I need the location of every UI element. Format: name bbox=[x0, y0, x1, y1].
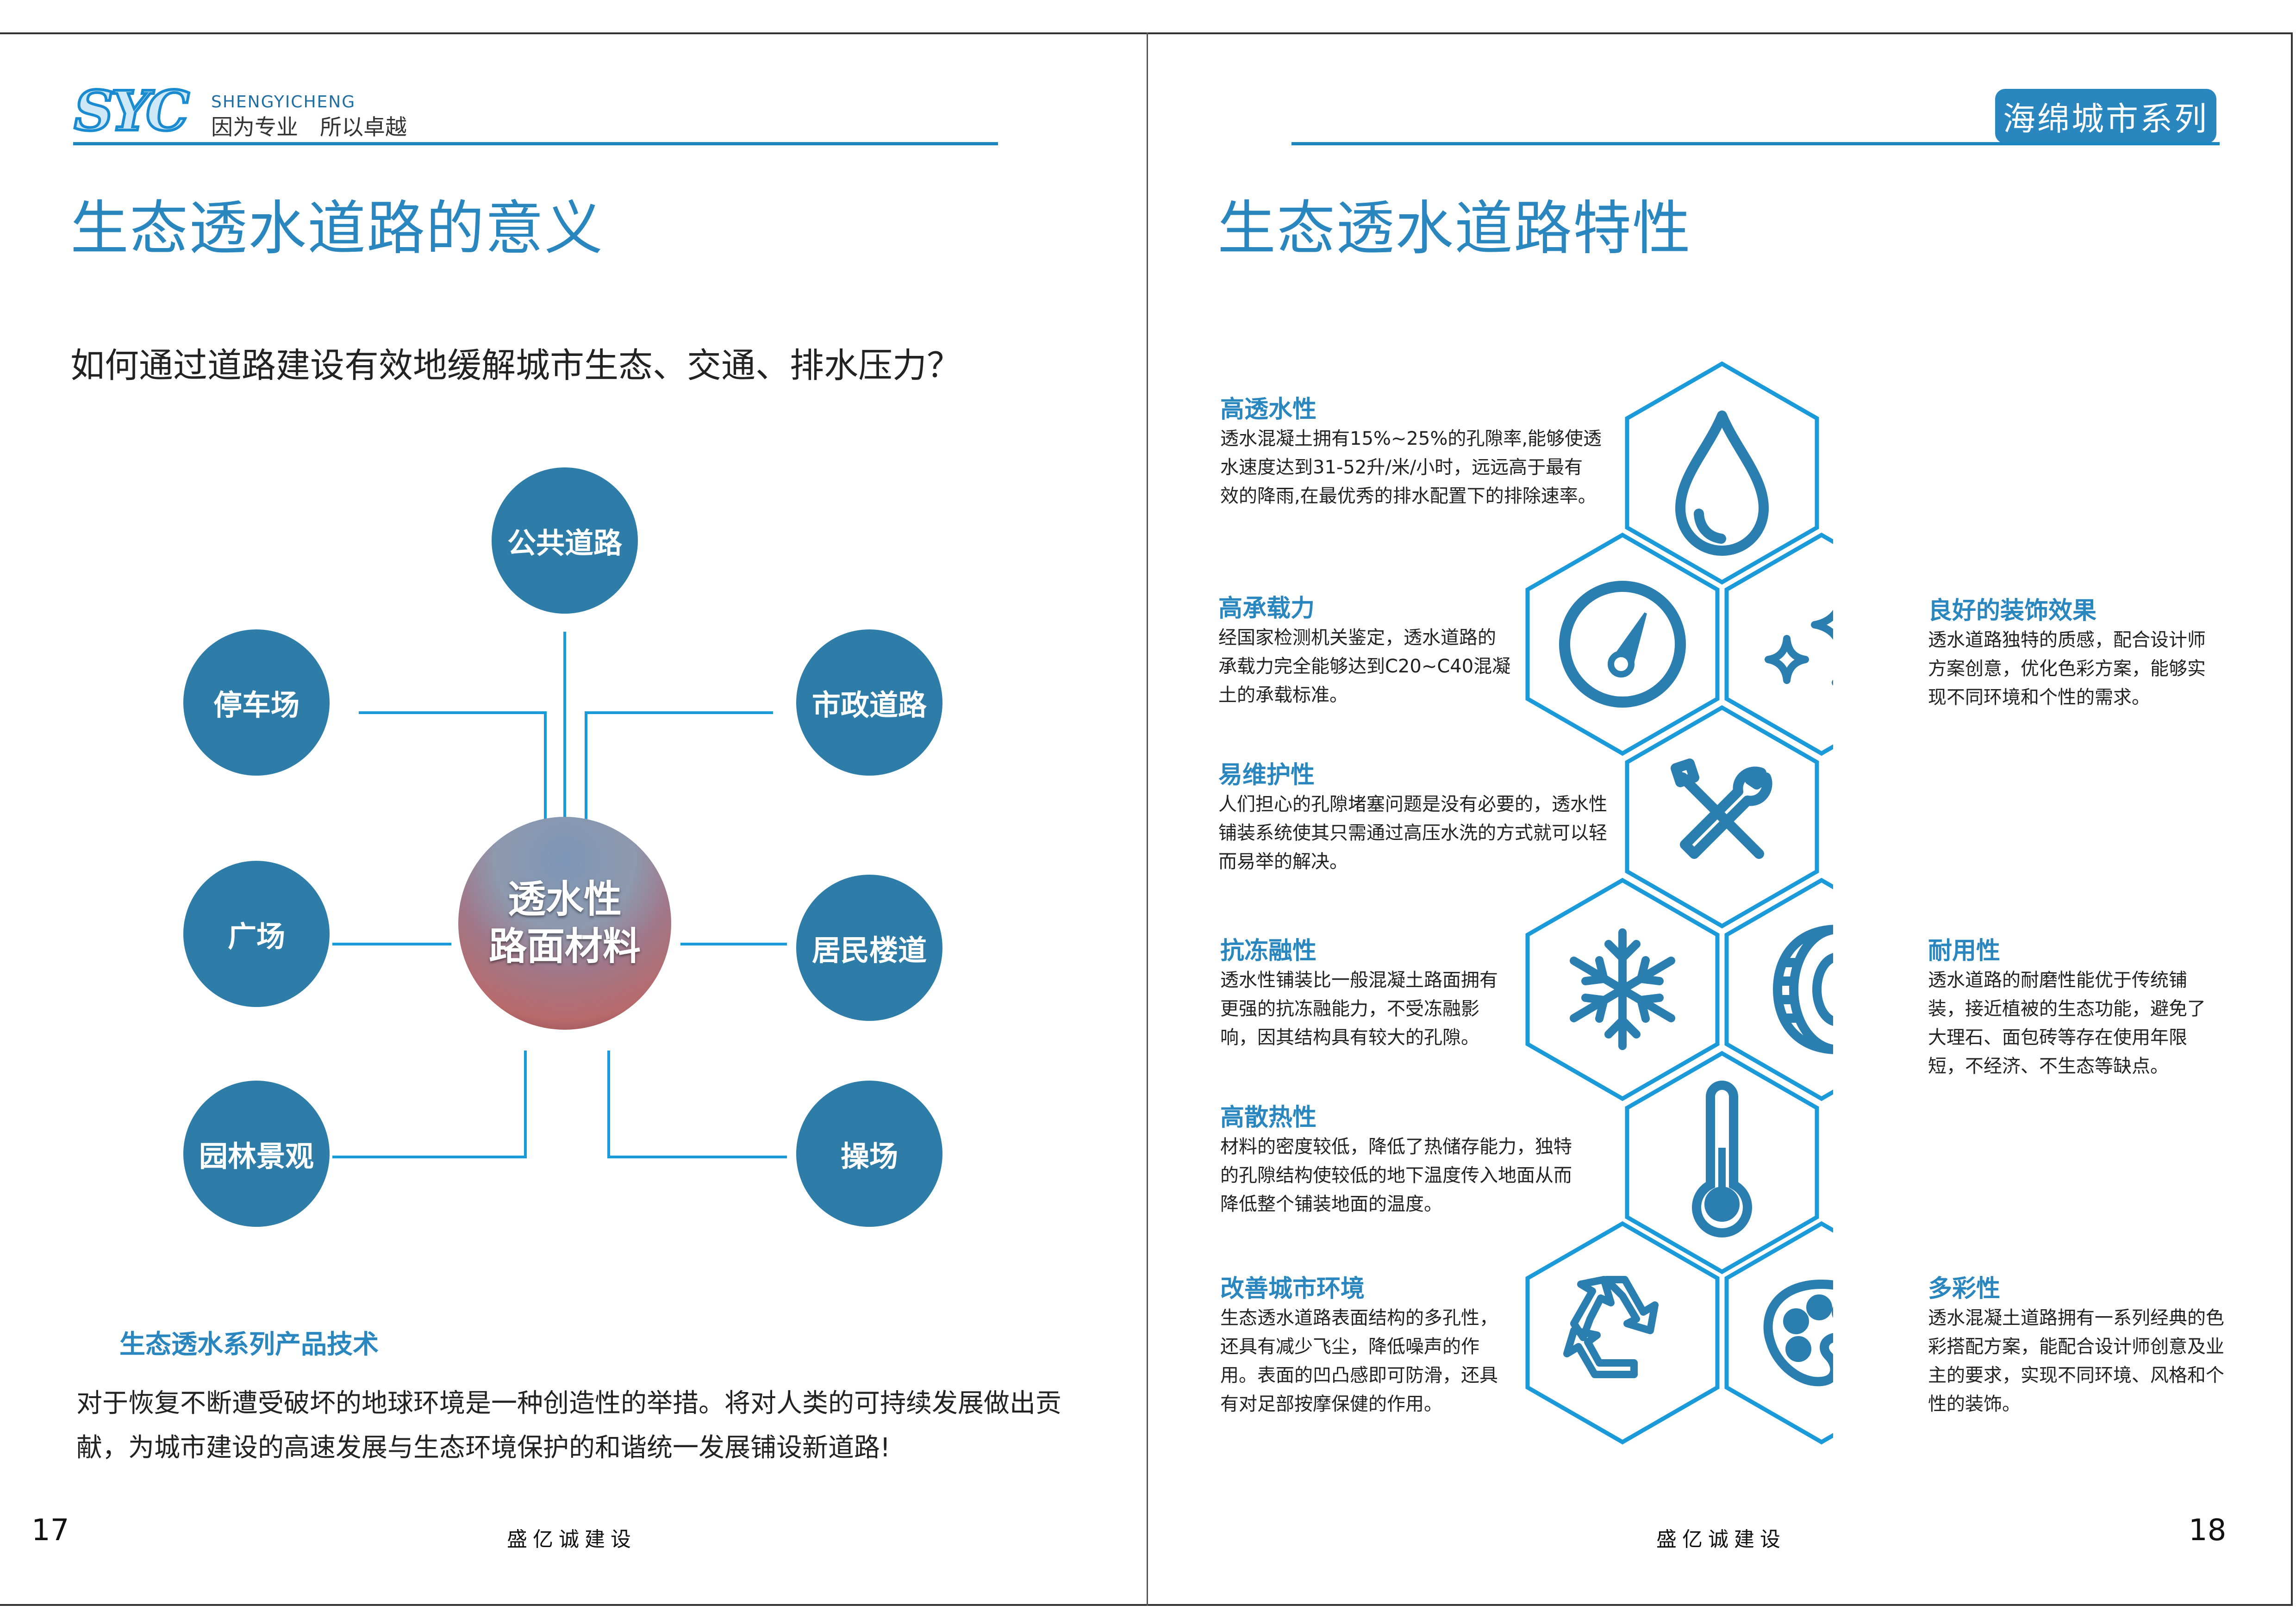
snowflake-icon bbox=[1570, 928, 1675, 1050]
line-parking bbox=[359, 711, 547, 821]
header-rule-right bbox=[1292, 142, 2220, 145]
line-municipal bbox=[585, 711, 773, 821]
series-badge: 海绵城市系列 bbox=[1995, 89, 2216, 143]
feature-environment: 改善城市环境 生态透水道路表面结构的多孔性， 还具有减少飞尘，降低噪声的作 用。… bbox=[1220, 1275, 1498, 1415]
feature-heat-dissipation: 高散热性 材料的密度较低，降低了热储存能力，独特 的孔隙结构使较低的地下温度传入… bbox=[1220, 1104, 1572, 1215]
spread-frame bbox=[0, 32, 2293, 1606]
syc-logo: SYC bbox=[73, 77, 191, 144]
header-rule-left bbox=[73, 142, 998, 145]
feature-durability: 耐用性 透水道路的耐磨性能优于传统铺 装，接近植被的生态功能，避免了 大理石、面… bbox=[1928, 937, 2206, 1077]
node-public-road: 公共道路 bbox=[492, 467, 638, 614]
feature-decorative: 良好的装饰效果 透水道路独特的质感，配合设计师 方案创意，优化色彩方案，能够实 … bbox=[1928, 597, 2206, 708]
page-title-left: 生态透水道路的意义 bbox=[70, 194, 604, 262]
line-garden bbox=[332, 1051, 527, 1158]
node-playground: 操场 bbox=[796, 1081, 942, 1227]
feature-bearing: 高承载力 经国家检测机关鉴定，透水道路的 承载力完全能够达到C20~C40混凝 … bbox=[1218, 595, 1511, 706]
page-number-right: 18 bbox=[2189, 1513, 2227, 1548]
feature-permeability: 高透水性 透水混凝土拥有15%~25%的孔隙率,能够使透 水速度达到31-52升… bbox=[1220, 396, 1602, 507]
feature-freeze-thaw: 抗冻融性 透水性铺装比一般混凝土路面拥有 更强的抗冻融能力，不受冻融影 响，因其… bbox=[1220, 937, 1498, 1048]
brand-name: SHENGYICHENG bbox=[211, 93, 356, 112]
sparkle-icon bbox=[1765, 609, 1833, 686]
line-playground bbox=[607, 1051, 787, 1158]
page-title-right: 生态透水道路特性 bbox=[1217, 194, 1691, 262]
gauge-icon bbox=[1559, 581, 1686, 708]
hex-8 bbox=[1528, 1224, 1717, 1442]
page-spine bbox=[1147, 32, 1148, 1606]
palette-icon bbox=[1763, 1280, 1833, 1387]
hub-permeable-material: 透水性 路面材料 bbox=[458, 817, 671, 1030]
node-garden: 园林景观 bbox=[183, 1081, 330, 1227]
node-parking: 停车场 bbox=[183, 629, 330, 776]
brand-slogan: 因为专业 所以卓越 bbox=[211, 115, 407, 140]
feature-maintenance: 易维护性 人们担心的孔隙堵塞问题是没有必要的，透水性 铺装系统使其只需通过高压水… bbox=[1218, 761, 1607, 872]
footer-right: 盛亿诚建设 bbox=[1656, 1528, 1786, 1551]
product-tech-paragraph: 对于恢复不断遭受破坏的地球环境是一种创造性的举措。将对人类的可持续发展做出贡 献… bbox=[76, 1388, 1061, 1463]
feature-colorful: 多彩性 透水混凝土道路拥有一系列经典的色 彩搭配方案，能配合设计师创意及业 主的… bbox=[1928, 1275, 2224, 1415]
tools-icon bbox=[1671, 759, 1772, 859]
water-drop-icon bbox=[1675, 410, 1769, 556]
recycle-icon bbox=[1563, 1276, 1659, 1378]
tire-icon bbox=[1772, 925, 1833, 1054]
thermometer-icon bbox=[1692, 1081, 1752, 1237]
node-residential: 居民楼道 bbox=[796, 875, 942, 1021]
page-number-left: 17 bbox=[31, 1513, 69, 1548]
question-text: 如何通过道路建设有效地缓解城市生态、交通、排水压力？ bbox=[70, 346, 961, 386]
node-municipal-road: 市政道路 bbox=[796, 629, 942, 776]
feature-honeycomb bbox=[1518, 361, 1833, 1453]
footer-left: 盛亿诚建设 bbox=[507, 1528, 636, 1551]
connector-lines bbox=[332, 632, 787, 1158]
product-tech-heading: 生态透水系列产品技术 bbox=[119, 1330, 379, 1360]
node-square: 广场 bbox=[183, 861, 330, 1007]
